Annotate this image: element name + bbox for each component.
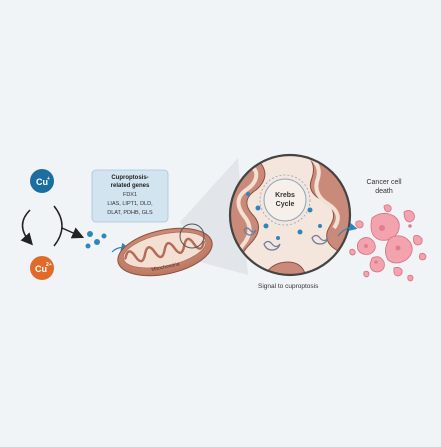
- aggregated-protein-icon: [243, 227, 329, 251]
- krebs-label-line1: Krebs: [275, 192, 295, 199]
- cancer-cell-fragments-icon: [349, 204, 427, 282]
- zoom-source-ring-icon: [179, 223, 205, 249]
- cu-plus-ion-icon: [30, 169, 54, 193]
- genes-title-line1: Cuproptosis-: [111, 175, 148, 181]
- copper-redox-cycle: Cu + Cu 2+: [20, 169, 85, 280]
- death-label-line1: Cancer cell: [366, 179, 401, 186]
- genes-line3: DLAT, PDHB, GLS: [107, 210, 153, 216]
- cu-2plus-label: Cu: [35, 264, 47, 274]
- cuproptosis-genes-box: Cuproptosis- related genes FDX1 LIAS, LI…: [91, 169, 169, 223]
- death-signal-arrow-icon: [337, 222, 358, 237]
- genes-line2: LIAS, LIPT1, DLD,: [107, 201, 153, 207]
- krebs-label-line2: Cycle: [276, 201, 295, 208]
- copper-ion-dots-icon: [85, 231, 107, 249]
- mitochondrion-icon: Mitochondria: [117, 227, 213, 277]
- genes-title-line2: related genes: [111, 183, 150, 189]
- krebs-cycle-ring-icon: [259, 174, 311, 226]
- cu-2plus-charge: 2+: [46, 262, 52, 268]
- genes-line1: FDX1: [123, 192, 137, 198]
- cell-debris-dots-icon: [364, 224, 412, 264]
- cycle-arrow-left-icon: [20, 209, 33, 246]
- krebs-cycle: Krebs Cycle: [259, 174, 311, 226]
- cu-plus-label: Cu: [36, 177, 48, 187]
- cu-plus-charge: +: [47, 176, 50, 182]
- mitochondria-label: Mitochondria: [151, 261, 180, 273]
- cycle-arrow-right-icon: [53, 205, 63, 247]
- death-label-line2: death: [375, 188, 393, 195]
- signal-label: Signal to cuproptosis: [258, 283, 319, 290]
- cu-2plus-ion-icon: [30, 256, 54, 280]
- lens-copper-dots-icon: [246, 192, 322, 240]
- cycle-output-arrow-icon: [61, 227, 85, 239]
